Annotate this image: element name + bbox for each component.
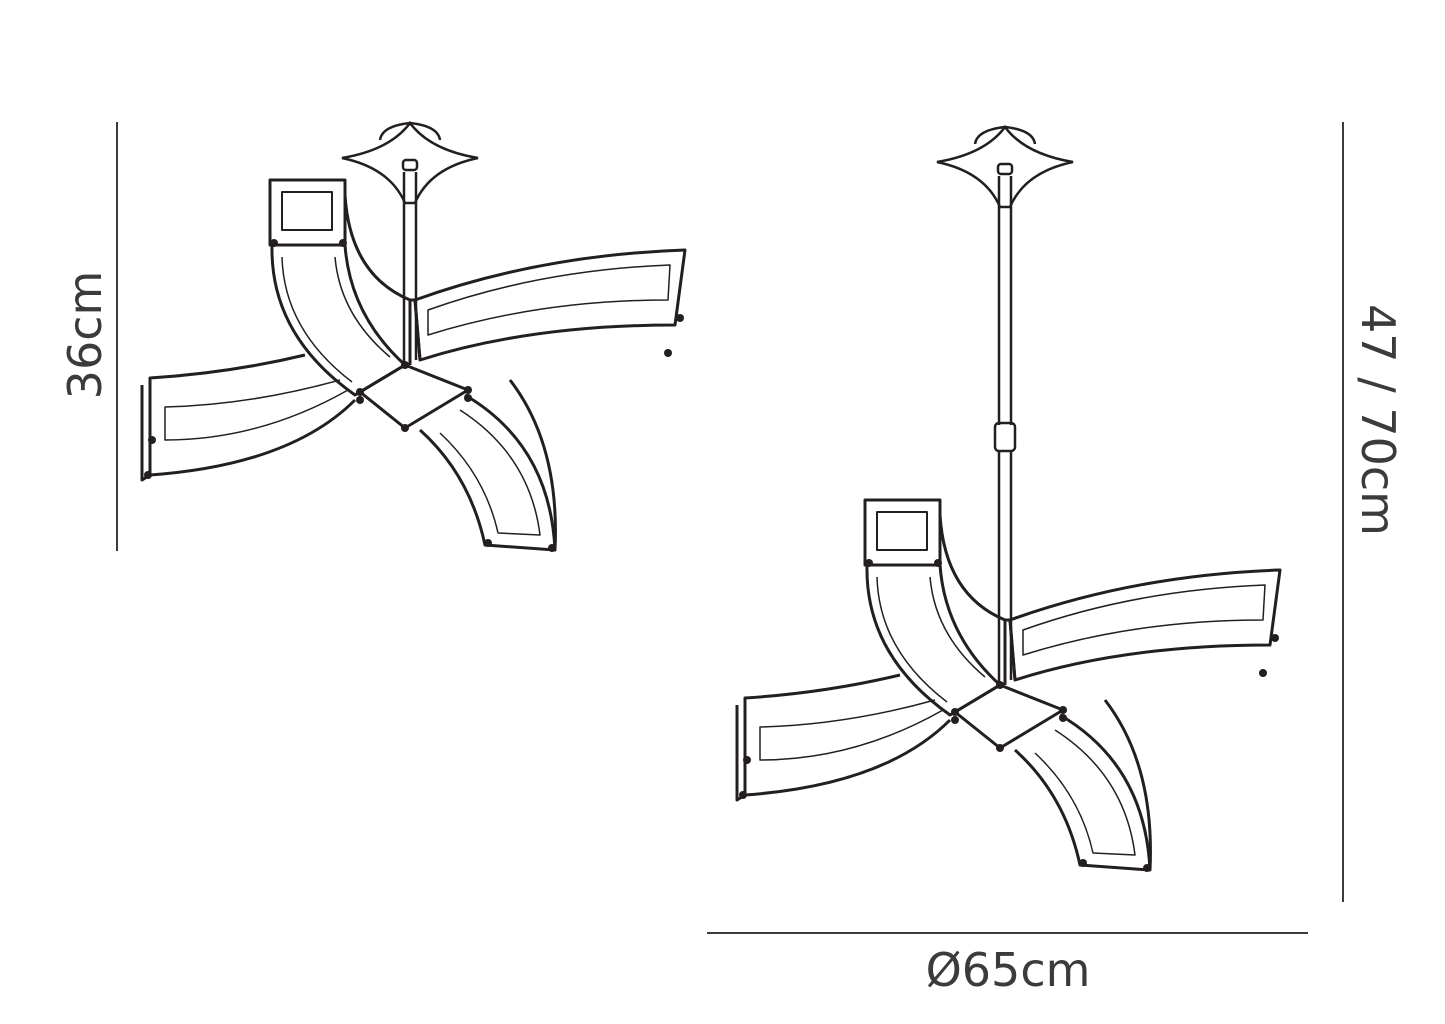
diameter-label: Ø65cm (925, 943, 1091, 997)
height-fixed-label: 36cm (58, 270, 112, 400)
rod-coupler (993, 421, 1017, 453)
fixture-short (140, 121, 687, 554)
fixture-extended (735, 125, 1282, 874)
height-adjustable-label: 47 / 70cm (1351, 304, 1405, 536)
